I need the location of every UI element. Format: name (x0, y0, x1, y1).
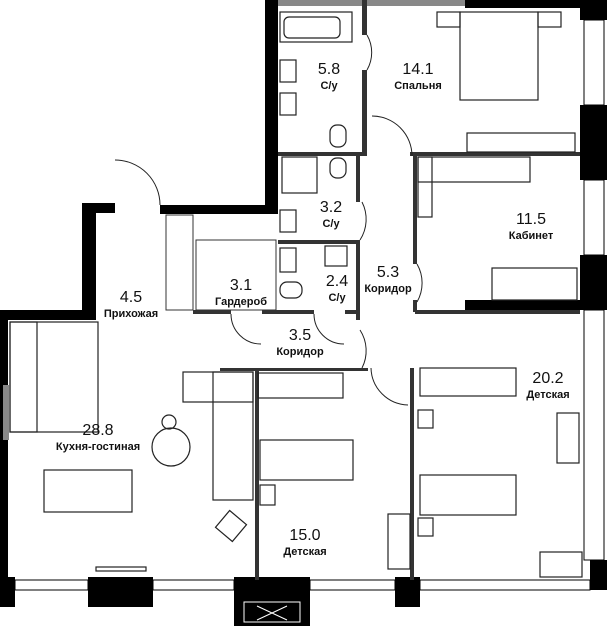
room-area: 28.8 (82, 422, 114, 439)
room-name: Гардероб (215, 296, 267, 308)
room-name: Детская (283, 546, 327, 558)
window-frames (14, 19, 605, 623)
room-area: 4.5 (119, 289, 143, 306)
room-name: Детская (526, 389, 570, 401)
room-name: Кабинет (508, 230, 554, 242)
room-name: Прихожая (103, 308, 159, 320)
room-name: Спальня (394, 80, 442, 92)
windows (3, 0, 465, 440)
room-area: 3.2 (319, 199, 343, 216)
room-name: Коридор (364, 283, 412, 295)
room-name: С/у (320, 80, 338, 92)
room-name: Коридор (276, 346, 324, 358)
room-area: 20.2 (532, 370, 564, 387)
room-name: С/у (328, 292, 346, 304)
room-area: 5.8 (317, 61, 341, 78)
room-area: 5.3 (376, 264, 400, 281)
room-area: 14.1 (402, 61, 434, 78)
room-area: 15.0 (289, 527, 321, 544)
partitions (165, 0, 580, 580)
room-area: 3.5 (288, 327, 312, 344)
door-swings (114, 34, 423, 406)
room-area: 11.5 (516, 211, 546, 228)
room-area: 3.1 (229, 277, 253, 294)
room-area: 2.4 (325, 273, 349, 290)
room-name: Кухня-гостиная (55, 441, 141, 453)
furniture (9, 11, 583, 578)
room-name: С/у (322, 218, 340, 230)
